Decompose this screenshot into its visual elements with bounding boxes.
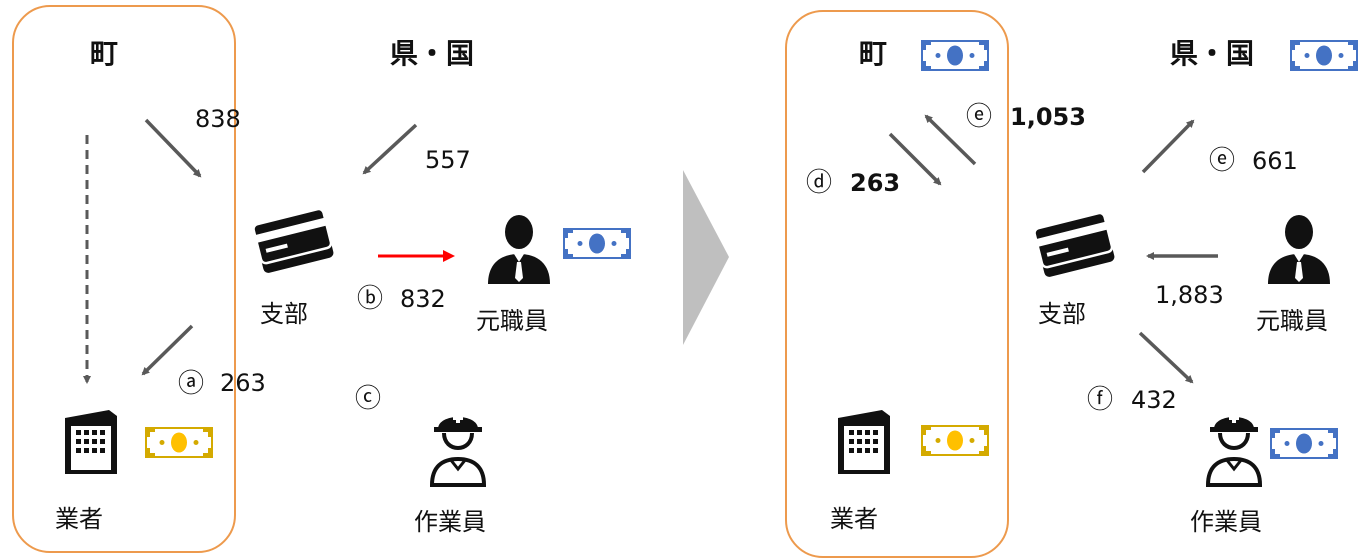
contractor-label-right: 業者	[830, 505, 878, 533]
flow-pref-in-value: 557	[425, 146, 471, 174]
town-to-branch-arrow	[144, 118, 202, 178]
banknote-icon	[921, 40, 989, 71]
right-arrows	[888, 114, 1218, 384]
person-icon	[1268, 215, 1330, 284]
marker-d: ⓓ	[806, 168, 833, 198]
left-arrows	[83, 118, 455, 384]
banknote-icon	[1290, 40, 1358, 71]
town-label-left: 町	[90, 37, 119, 70]
building-icon	[838, 410, 890, 474]
marker-e1: ⓔ	[966, 102, 993, 132]
marker-e2: ⓔ	[1209, 146, 1236, 176]
marker-c: ⓒ	[355, 384, 382, 414]
worker-helmet-icon	[429, 415, 487, 487]
flow-f-value: 432	[1131, 386, 1177, 414]
worker-label-right: 作業員	[1190, 508, 1262, 536]
marker-b: ⓑ	[357, 284, 384, 314]
worker-label-left: 作業員	[414, 508, 486, 536]
flow-town-in-value: 838	[195, 105, 241, 133]
branch-to-contractor-arrow	[141, 324, 194, 376]
contractor-label-left: 業者	[55, 505, 103, 533]
branch-to-town-arrow-right	[924, 114, 977, 166]
flow-former-value: 1,883	[1155, 281, 1224, 309]
pref-to-branch-arrow	[362, 123, 418, 175]
former-employee-label-right: 元職員	[1256, 307, 1328, 335]
pref-country-label-right: 県・国	[1170, 37, 1255, 70]
flow-e2-value: 661	[1252, 147, 1298, 175]
branch-label-right: 支部	[1038, 300, 1086, 328]
town-label-right: 町	[859, 37, 888, 70]
marker-f: ⓕ	[1087, 385, 1114, 415]
former-employee-label-left: 元職員	[476, 307, 548, 335]
banknote-icon	[921, 425, 989, 456]
flow-b-value: 832	[400, 285, 446, 313]
banknote-icon	[563, 228, 631, 259]
banknote-icon	[1270, 428, 1338, 459]
branch-to-worker-arrow	[1138, 331, 1194, 384]
branch-to-pref-arrow-right	[1141, 119, 1195, 174]
transition-arrow-icon	[683, 170, 729, 345]
town-to-branch-arrow-right	[888, 132, 942, 186]
marker-a: ⓐ	[178, 369, 205, 399]
flow-a-value: 263	[220, 369, 266, 397]
person-icon	[488, 215, 550, 284]
pref-country-label-left: 県・国	[390, 37, 475, 70]
banknote-icon	[145, 427, 213, 458]
flow-d-value: 263	[850, 169, 901, 197]
card-icon	[1033, 211, 1115, 277]
branch-label-left: 支部	[260, 300, 308, 328]
building-icon	[65, 410, 117, 474]
worker-helmet-icon	[1205, 415, 1263, 487]
flow-e1-value: 1,053	[1010, 103, 1086, 131]
card-icon	[252, 207, 334, 273]
